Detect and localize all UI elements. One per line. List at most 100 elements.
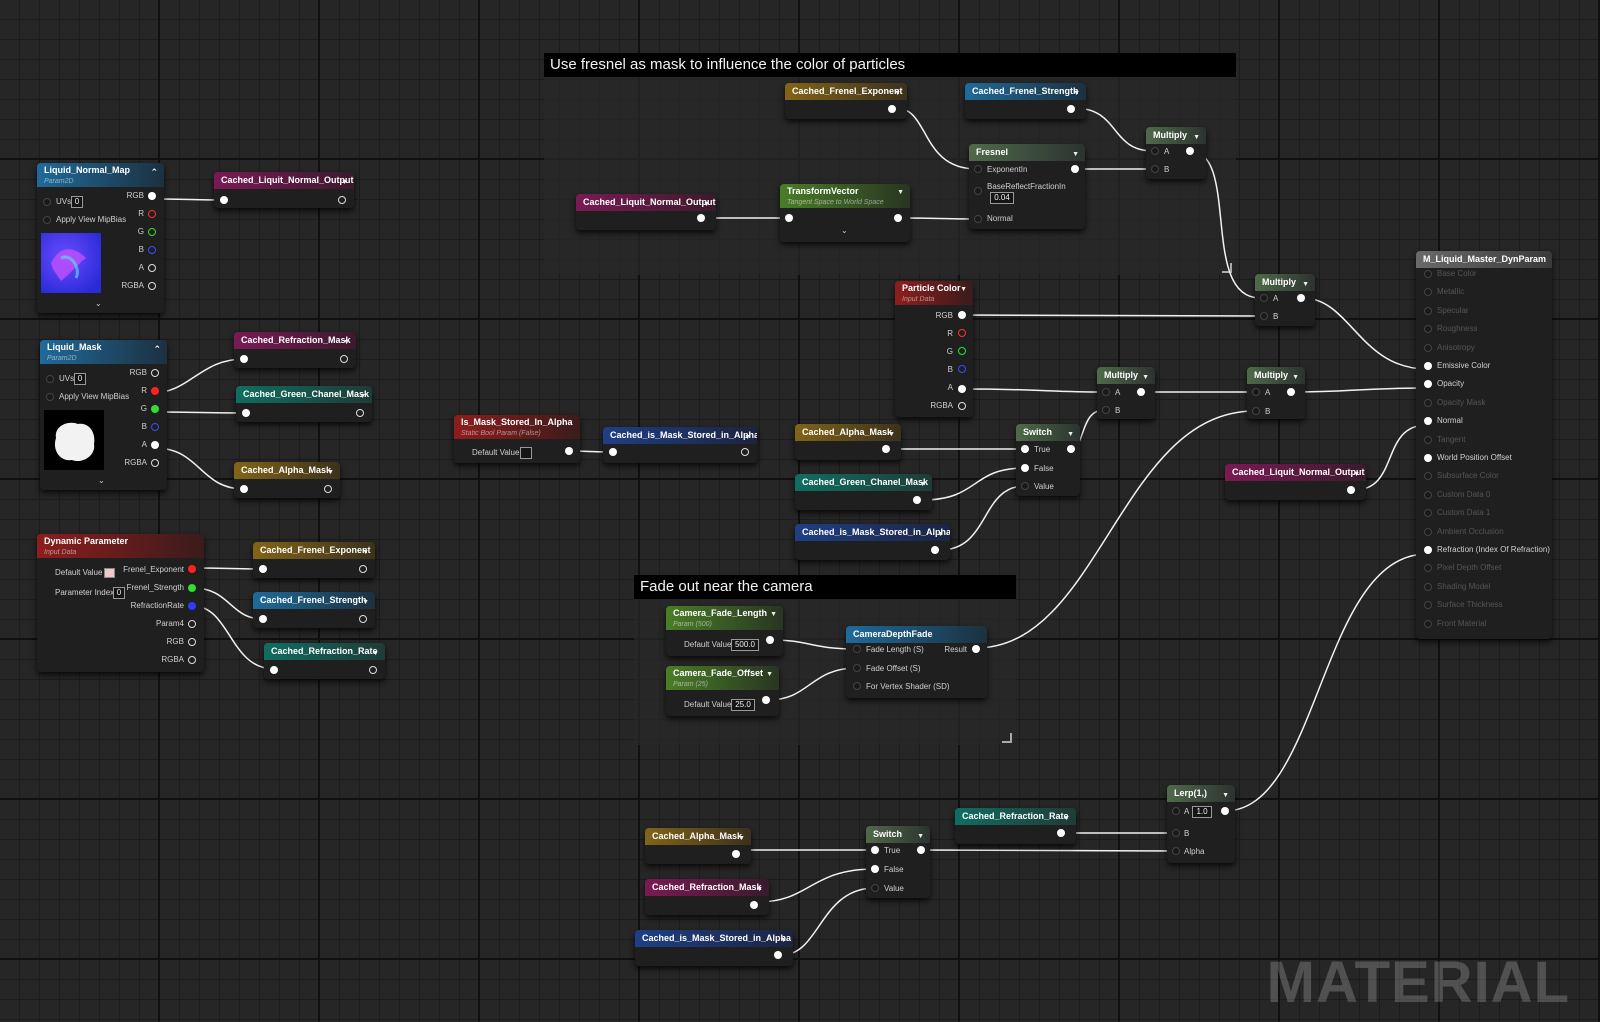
true-input-pin[interactable] bbox=[1021, 445, 1029, 453]
output-pin[interactable] bbox=[1137, 388, 1145, 396]
dropdown-chevron-icon[interactable]: ▼ bbox=[343, 339, 350, 346]
fade-comment-box[interactable]: Fade out near the camera bbox=[634, 575, 1016, 745]
output-pin[interactable] bbox=[565, 447, 573, 455]
dropdown-chevron-icon[interactable]: ▼ bbox=[1142, 374, 1149, 381]
node-header[interactable]: Cached_Frenel_Strength▼ bbox=[965, 83, 1086, 100]
a-value[interactable]: 1.0 bbox=[1192, 806, 1212, 818]
a-output-pin[interactable] bbox=[958, 385, 966, 393]
dropdown-chevron-icon[interactable]: ▼ bbox=[359, 393, 366, 400]
g-output-pin[interactable] bbox=[151, 405, 159, 413]
rgb-output-pin[interactable] bbox=[148, 192, 156, 200]
a-output-pin[interactable] bbox=[151, 441, 159, 449]
r-output-pin[interactable] bbox=[151, 387, 159, 395]
rgb-output-pin[interactable] bbox=[958, 311, 966, 319]
material-input-pin[interactable] bbox=[1424, 490, 1432, 499]
output-pin[interactable] bbox=[894, 214, 902, 222]
node-header[interactable]: Cached_is_Mask_Stored_in_Alpha▼ bbox=[603, 427, 757, 444]
output-pin[interactable] bbox=[359, 565, 367, 573]
dropdown-chevron-icon[interactable]: ▼ bbox=[770, 611, 777, 618]
fresnel-node[interactable]: Fresnel▼ ExponentIn BaseReflectFractionI… bbox=[969, 144, 1085, 229]
input-pin[interactable] bbox=[240, 355, 248, 363]
material-input-pin[interactable] bbox=[1424, 288, 1432, 297]
node-header[interactable]: Multiply▼ bbox=[1247, 367, 1305, 384]
node-header[interactable]: Multiply▼ bbox=[1097, 367, 1155, 384]
output-pin[interactable] bbox=[1067, 445, 1075, 453]
cached-refraction-rate-node[interactable]: Cached_Refraction_Rate▼ bbox=[264, 643, 385, 679]
a-input-pin[interactable] bbox=[1260, 294, 1268, 302]
node-header[interactable]: Cached_is_Mask_Stored_in_Alpha▼ bbox=[795, 524, 950, 541]
node-header[interactable]: Multiply▼ bbox=[1146, 127, 1206, 144]
dropdown-chevron-icon[interactable]: ▼ bbox=[362, 549, 369, 556]
base-reflect-value[interactable]: 0.04 bbox=[990, 192, 1014, 204]
dropdown-chevron-icon[interactable]: ▼ bbox=[960, 286, 967, 293]
material-input-pin[interactable] bbox=[1424, 306, 1432, 315]
collapse-icon[interactable]: ⌃ bbox=[153, 344, 161, 354]
result-output-pin[interactable] bbox=[972, 645, 980, 653]
node-header[interactable]: Cached_Refraction_Rate▼ bbox=[264, 643, 385, 660]
cached-alpha-mask-node[interactable]: Cached_Alpha_Mask▼ bbox=[795, 424, 901, 460]
node-header[interactable]: Cached_Refraction_Mask▼ bbox=[645, 879, 769, 896]
resize-handle[interactable] bbox=[1222, 263, 1232, 273]
resize-handle[interactable] bbox=[1002, 733, 1012, 743]
output-pin[interactable] bbox=[888, 105, 896, 113]
material-input-pin[interactable] bbox=[1424, 601, 1432, 610]
input-pin[interactable] bbox=[609, 448, 617, 456]
dropdown-chevron-icon[interactable]: ▼ bbox=[362, 599, 369, 606]
for-vertex-shader-pin[interactable] bbox=[853, 682, 861, 690]
rgba-output-pin[interactable] bbox=[188, 656, 196, 664]
input-pin[interactable] bbox=[259, 615, 267, 623]
output-pin[interactable] bbox=[750, 901, 758, 909]
output-pin[interactable] bbox=[882, 445, 890, 453]
multiply-node[interactable]: Multiply▼ A B bbox=[1146, 127, 1206, 179]
uvs-pin[interactable] bbox=[43, 198, 51, 206]
material-input-pin[interactable] bbox=[1424, 417, 1432, 426]
output-pin[interactable] bbox=[1297, 294, 1305, 302]
r-output-pin[interactable] bbox=[958, 329, 966, 337]
switch-node[interactable]: Switch▼ True False Value bbox=[866, 826, 930, 898]
material-input-pin[interactable] bbox=[1424, 380, 1432, 389]
b-input-pin[interactable] bbox=[1260, 312, 1268, 320]
material-input-pin[interactable] bbox=[1424, 527, 1432, 536]
b-output-pin[interactable] bbox=[958, 365, 966, 373]
a-input-pin[interactable] bbox=[1172, 807, 1180, 815]
dropdown-chevron-icon[interactable]: ▼ bbox=[897, 189, 904, 196]
cached-is-mask-stored-node[interactable]: Cached_is_Mask_Stored_in_Alpha▼ bbox=[635, 930, 793, 966]
node-header[interactable]: M_Liquid_Master_DynParam bbox=[1416, 251, 1552, 268]
multiply-node[interactable]: Multiply▼ A B bbox=[1097, 367, 1155, 419]
material-input-pin[interactable] bbox=[1424, 362, 1432, 370]
uvs-value[interactable]: 0 bbox=[71, 196, 83, 208]
lerp-node[interactable]: Lerp(1,)▼ A 1.0 B Alpha bbox=[1167, 785, 1235, 863]
node-header[interactable]: Cached_Frenel_Exponent▼ bbox=[253, 542, 375, 559]
fade-length-pin[interactable] bbox=[853, 645, 861, 653]
output-pin[interactable] bbox=[1186, 147, 1194, 155]
dropdown-chevron-icon[interactable]: ▼ bbox=[894, 90, 901, 97]
node-header[interactable]: Cached_Green_Chanel_Mask▼ bbox=[236, 386, 372, 403]
node-header[interactable]: Cached_Refraction_Mask▼ bbox=[234, 332, 356, 349]
material-input-pin[interactable] bbox=[1424, 582, 1432, 591]
multiply-node[interactable]: Multiply▼ A B bbox=[1247, 367, 1305, 419]
dropdown-chevron-icon[interactable]: ▼ bbox=[327, 469, 334, 476]
cached-refraction-rate-node[interactable]: Cached_Refraction_Rate▼ bbox=[955, 808, 1076, 844]
switch-node[interactable]: Switch▼ True False Value bbox=[1016, 424, 1080, 496]
node-header[interactable]: Cached_Frenel_Exponent▼ bbox=[785, 83, 907, 100]
expand-chevron-icon[interactable]: ⌄ bbox=[95, 299, 102, 308]
a-output-pin[interactable] bbox=[148, 264, 156, 272]
default-color-swatch[interactable] bbox=[104, 568, 115, 578]
material-input-pin[interactable] bbox=[1424, 435, 1432, 444]
dropdown-chevron-icon[interactable]: ▼ bbox=[888, 431, 895, 438]
collapse-icon[interactable]: ⌃ bbox=[150, 167, 158, 177]
output-pin[interactable] bbox=[931, 546, 939, 554]
value-input-pin[interactable] bbox=[1021, 482, 1029, 490]
dropdown-chevron-icon[interactable]: ▼ bbox=[341, 179, 348, 186]
frenel-strength-output-pin[interactable] bbox=[188, 584, 196, 592]
dropdown-chevron-icon[interactable]: ▼ bbox=[744, 434, 751, 441]
rgba-output-pin[interactable] bbox=[151, 459, 159, 467]
node-header[interactable]: Cached_Liquit_Normal_Output▼ bbox=[1225, 464, 1366, 481]
input-pin[interactable] bbox=[240, 485, 248, 493]
